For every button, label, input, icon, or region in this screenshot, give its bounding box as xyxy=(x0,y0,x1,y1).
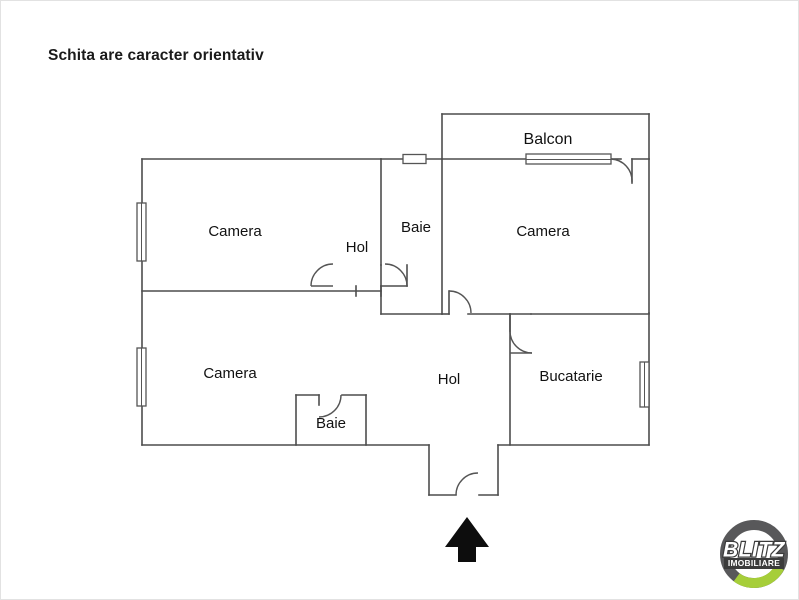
room-label-hol-upper: Hol xyxy=(346,239,369,256)
door-arc-baie-lower xyxy=(318,394,342,418)
room-labels: Camera Hol Baie Camera Balcon Camera Bai… xyxy=(203,131,602,432)
blitz-imobiliare-logo: BLITZ IMOBILIARE xyxy=(717,517,791,591)
room-label-camera-bottom-left: Camera xyxy=(203,365,257,382)
room-label-baie-upper: Baie xyxy=(401,219,431,236)
logo-subtitle-text: IMOBILIARE xyxy=(728,558,780,568)
door-arc-entrance xyxy=(455,472,479,496)
page-title: Schita are caracter orientativ xyxy=(48,47,264,64)
walls xyxy=(141,113,650,496)
room-label-camera-top-left: Camera xyxy=(208,223,262,240)
room-label-baie-lower: Baie xyxy=(316,415,346,432)
entrance-arrow xyxy=(445,517,489,562)
door-arc-camera-hol xyxy=(310,263,334,287)
room-label-bucatarie: Bucatarie xyxy=(539,368,602,385)
door-arc-balcon xyxy=(610,158,633,183)
logo-subtitle-band xyxy=(724,558,784,569)
door-arc-bucatarie xyxy=(509,330,533,354)
door-arc-hol-baie xyxy=(384,263,408,287)
door-arcs xyxy=(310,158,633,496)
windows xyxy=(136,153,650,408)
room-label-camera-top-right: Camera xyxy=(516,223,570,240)
window-baie-top xyxy=(402,153,427,165)
logo-accent-arc xyxy=(733,564,784,588)
room-label-hol-lower: Hol xyxy=(438,371,461,388)
door-arc-camera-right xyxy=(448,290,472,314)
room-label-balcon: Balcon xyxy=(524,131,573,148)
